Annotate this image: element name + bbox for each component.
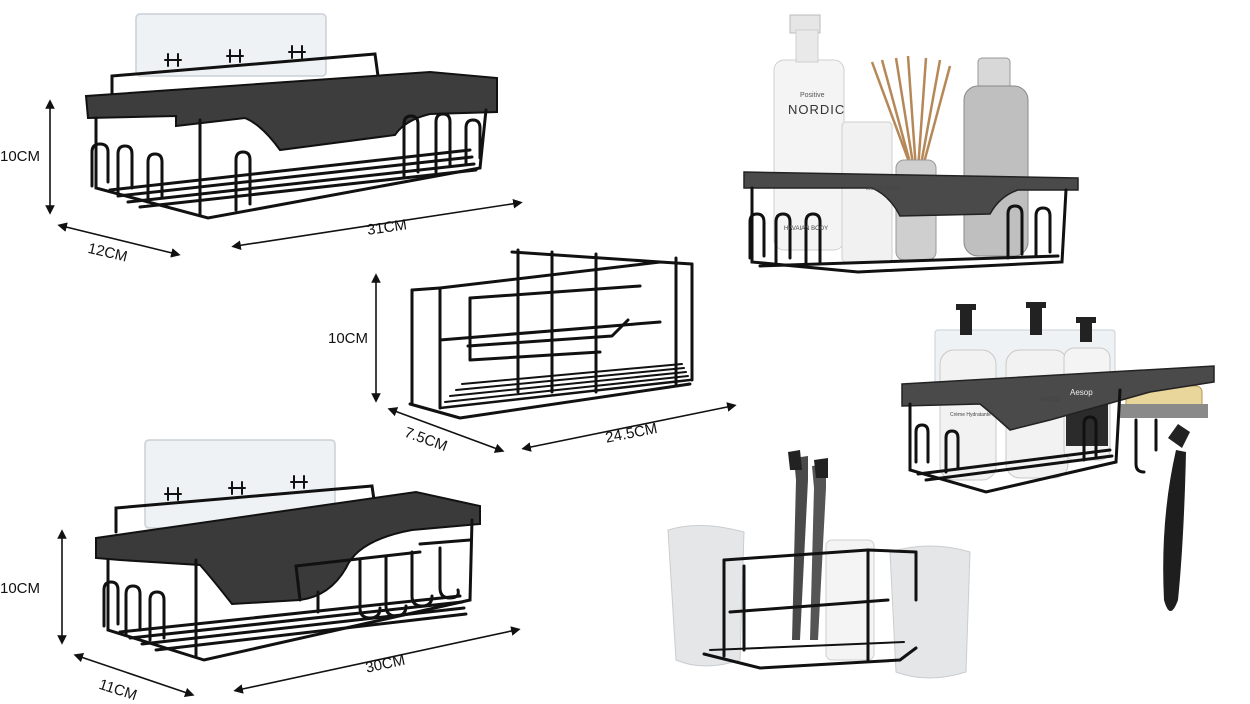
shelf-band (743, 171, 1079, 217)
depth-arrow (387, 407, 505, 453)
width-arrow (521, 402, 737, 452)
rack-1-image (84, 13, 498, 220)
white-bottle (773, 59, 845, 251)
rack-1-height-label: 10CM (0, 148, 41, 165)
toothbrushes (788, 450, 828, 640)
suction-hooks (164, 475, 308, 501)
lifestyle-photo-toothbrush (667, 450, 971, 679)
cup-right (889, 545, 971, 679)
lifestyle-photo-bottles (743, 14, 1079, 274)
bottle-brand-label: NORDIC (788, 102, 846, 117)
width-arrow (231, 198, 523, 251)
cup-left (667, 524, 745, 667)
rack-3-dimension-lines (57, 529, 521, 698)
aesop-label-1: Aesop (1040, 396, 1060, 403)
rack-1-dimension-lines (45, 99, 523, 258)
depth-arrow (57, 222, 181, 258)
rack-3-image (95, 439, 481, 662)
rack-3-height-label: 10CM (0, 580, 41, 597)
depth-arrow (73, 652, 195, 698)
suction-plate (135, 13, 327, 77)
razor (1163, 450, 1186, 611)
lifestyle-photo-pump-bottles (901, 302, 1215, 611)
creme-label: Crème Hydratante (950, 412, 991, 418)
bottle-front-label: HAVAIAN BODY (784, 226, 829, 232)
rack-2-height-label: 10CM (328, 330, 369, 347)
rack-2-image (408, 248, 694, 420)
suction-hooks (164, 45, 306, 67)
jar-label: MUSSE BODY (866, 186, 900, 192)
bottle-small-label: Positive (800, 92, 825, 99)
aesop-label-2: Aesop (1070, 388, 1093, 397)
reed-sticks (870, 55, 952, 171)
rack-2-dimension-lines (371, 273, 737, 453)
shelf-band (901, 365, 1215, 431)
glass-bottle (963, 85, 1029, 257)
width-arrow (233, 626, 521, 694)
